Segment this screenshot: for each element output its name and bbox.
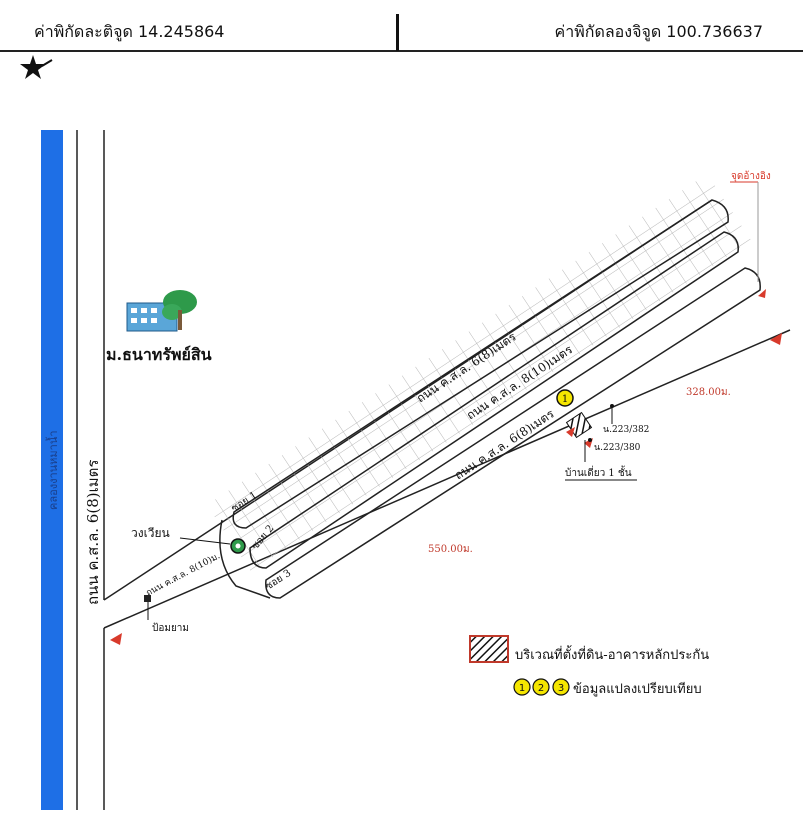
soi-3-loop (265, 267, 761, 599)
legend-marker-1-text: 1 (519, 683, 525, 694)
estate-south-boundary (103, 329, 791, 629)
village-tree-icon (162, 290, 197, 330)
parcel-1-label: น.223/382 (603, 425, 649, 435)
entry-road-label: ถนน ค.ส.ล. 8(10)ม. (144, 550, 222, 598)
estate-west-curve (219, 519, 271, 599)
parcel-2-label: น.223/380 (594, 443, 641, 453)
distance-328-label: 328.00ม. (686, 387, 731, 398)
legend-comparison-label: ข้อมูลแปลงเปรียบเทียบ (573, 681, 702, 697)
coordinate-header: ค่าพิกัดละติจูด 14.245864 ค่าพิกัดลองจิจ… (0, 0, 803, 52)
header-divider (396, 14, 399, 51)
collateral-flag-icon (566, 427, 575, 437)
legend-collateral-swatch (469, 635, 509, 663)
house-label: บ้านเดี่ยว 1 ชั้น (565, 465, 632, 479)
legend-marker-2 (532, 678, 550, 696)
latitude-label: ค่าพิกัดละติจูด 14.245864 (34, 22, 225, 41)
comparison-marker-1 (556, 389, 574, 407)
canal-label: คลองงานหมาน้ำ (45, 430, 60, 510)
longitude-label: ค่าพิกัดลองจิจูด 100.736637 (554, 22, 763, 41)
legend-marker-2-text: 2 (538, 683, 544, 694)
north-star-icon (20, 55, 46, 79)
soi-2-loop (249, 231, 739, 569)
boundary-marker-east (770, 333, 782, 345)
boundary-marker-west (110, 633, 122, 645)
guard-house-label: ป้อมยาม (152, 622, 189, 634)
main-road-label: ถนน ค.ส.ล. 6(8)เมตร (84, 460, 102, 605)
legend-marker-3-text: 3 (558, 683, 564, 694)
subdivision-plots (206, 173, 752, 572)
legend-marker-1 (513, 678, 531, 696)
legend-comparison-markers: 1 2 3 (513, 678, 570, 696)
reference-point-icon (758, 289, 766, 298)
reference-point-label: จุดอ้างอิง (731, 170, 771, 182)
legend-collateral-label: บริเวณที่ตั้งที่ดิน-อาคารหลักประกัน (515, 645, 709, 663)
guard-house-icon (144, 595, 151, 602)
distance-550-label: 550.00ม. (428, 544, 473, 555)
soi-1-loop (232, 199, 729, 529)
canal (41, 130, 63, 810)
roundabout-label: วงเวียน (131, 526, 170, 540)
legend-marker-3 (552, 678, 570, 696)
comparison-marker-1-text: 1 (562, 394, 568, 405)
village-label: ม.ธนาทรัพย์สิน (106, 345, 212, 364)
